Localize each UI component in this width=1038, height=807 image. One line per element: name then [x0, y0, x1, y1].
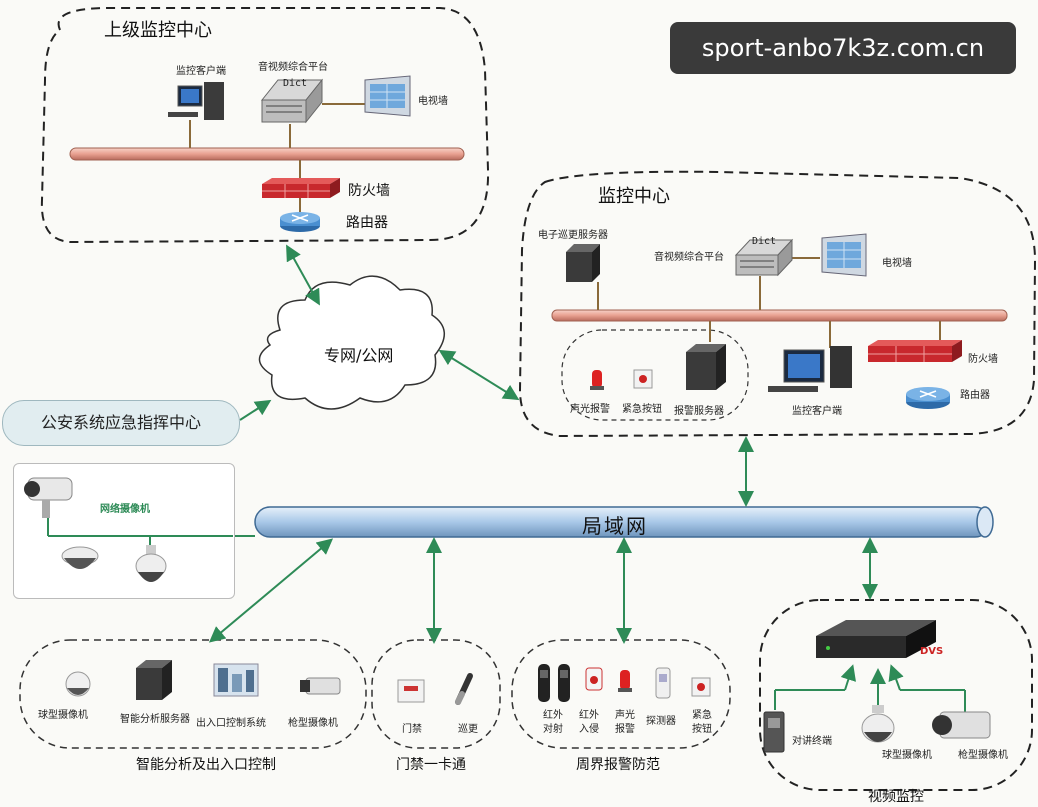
top-tv-wall-label: 电视墙	[418, 96, 448, 107]
analysis-server-icon	[136, 660, 172, 700]
watermark-badge: sport-anbo7k3z.com.cn	[670, 22, 1016, 74]
alarm-server-icon	[686, 344, 726, 390]
video-dome-camera-label: 球型摄像机	[882, 750, 932, 761]
dvs-icon	[816, 620, 936, 658]
video-bullet-camera-icon	[932, 711, 991, 739]
main-emergency-button-label: 紧急按钮	[622, 404, 662, 415]
infrared-intrusion-icon	[558, 664, 570, 702]
main-dict-label: Dict	[752, 236, 777, 247]
dvs-label: DVS	[920, 646, 944, 657]
cloud-label: 专网/公网	[324, 346, 394, 365]
top-firewall-label: 防火墙	[348, 183, 390, 199]
top-dict-label: Dict	[283, 78, 308, 89]
main-center-bus	[551, 309, 1008, 322]
analysis-server-label: 智能分析服务器	[120, 714, 190, 725]
top-monitor-client-label: 监控客户端	[176, 66, 226, 77]
infrared-beam-label-1: 红外	[543, 710, 563, 721]
alarm-server-label: 报警服务器	[674, 406, 724, 417]
perimeter-emergency-red-icon	[585, 667, 603, 691]
detector-icon	[655, 667, 671, 699]
main-router-label: 路由器	[960, 390, 990, 401]
infrared-beam-label-2: 对射	[543, 724, 563, 735]
top-av-platform-label: 音视频综合平台	[258, 62, 328, 73]
top-monitor-client-icon	[168, 82, 224, 120]
main-av-platform-label: 音视频综合平台	[654, 252, 724, 263]
top-tv-wall-icon	[364, 75, 411, 117]
top-center-bus	[69, 147, 465, 161]
main-firewall-label: 防火墙	[968, 354, 998, 365]
patrol-label: 巡更	[458, 724, 478, 735]
lan-label: 局域网	[582, 514, 648, 538]
main-center-region	[518, 170, 1037, 438]
smart-bullet-camera-icon	[300, 677, 341, 695]
main-monitor-client-icon	[768, 346, 852, 392]
cloud-shape	[258, 275, 445, 410]
door-access-icon	[397, 679, 425, 703]
smart-dome-camera-icon	[65, 671, 91, 697]
video-group-region	[759, 599, 1033, 791]
main-sound-light-alarm-label: 声光报警	[570, 404, 610, 415]
network-camera-box	[13, 463, 235, 599]
patrol-stick-icon	[455, 673, 473, 705]
smart-group-title: 智能分析及出入口控制	[136, 757, 276, 773]
video-bullet-camera-label: 枪型摄像机	[958, 750, 1008, 761]
main-monitor-client-label: 监控客户端	[792, 406, 842, 417]
main-av-platform-icon	[734, 238, 794, 277]
smart-dome-camera-label: 球型摄像机	[38, 710, 88, 721]
alarm-subgroup-region	[561, 329, 749, 421]
top-router-label: 路由器	[346, 215, 388, 231]
sound-light-label-2: 报警	[615, 724, 635, 735]
main-tv-wall-icon	[821, 233, 867, 277]
top-av-platform-icon	[260, 78, 324, 124]
video-dome-camera-icon	[861, 705, 895, 743]
infrared-beam-icon	[538, 664, 550, 702]
network-camera-label: 网络摄像机	[100, 504, 150, 515]
perimeter-emergency-button-icon	[691, 677, 711, 697]
access-system-icon	[213, 663, 259, 697]
main-sound-light-alarm-icon	[590, 370, 604, 390]
access-group-title: 门禁一卡通	[396, 757, 466, 773]
smart-bullet-camera-label: 枪型摄像机	[288, 718, 338, 729]
emergency-label-2: 按钮	[692, 724, 712, 735]
top-router-icon	[280, 212, 320, 232]
main-tv-wall-label: 电视墙	[882, 258, 912, 269]
main-firewall-icon	[868, 340, 962, 362]
door-access-label: 门禁	[402, 724, 422, 735]
smart-group-region	[19, 639, 367, 749]
intercom-label: 对讲终端	[792, 736, 832, 747]
access-group-region	[371, 639, 501, 749]
main-emergency-button-icon	[633, 369, 653, 389]
perimeter-group-region	[511, 639, 731, 749]
sound-light-label-1: 声光	[615, 710, 635, 721]
top-center-title: 上级监控中心	[104, 20, 212, 41]
patrol-server-label: 电子巡更服务器	[538, 230, 608, 241]
main-center-title: 监控中心	[598, 186, 670, 207]
access-system-label: 出入口控制系统	[196, 718, 266, 729]
infrared-intrusion-label-1: 红外	[579, 710, 599, 721]
top-firewall-icon	[262, 178, 340, 198]
intercom-icon	[763, 711, 785, 753]
perimeter-sound-light-icon	[618, 670, 632, 692]
perimeter-group-title: 周界报警防范	[576, 757, 660, 773]
patrol-server-icon	[566, 244, 600, 282]
video-group-title: 视频监控	[868, 789, 924, 805]
infrared-intrusion-label-2: 入侵	[579, 724, 599, 735]
police-center-pill: 公安系统应急指挥中心	[2, 400, 240, 446]
emergency-label-1: 紧急	[692, 710, 712, 721]
detector-label: 探测器	[646, 716, 676, 727]
main-router-icon	[906, 387, 950, 409]
top-center-region	[40, 7, 490, 244]
